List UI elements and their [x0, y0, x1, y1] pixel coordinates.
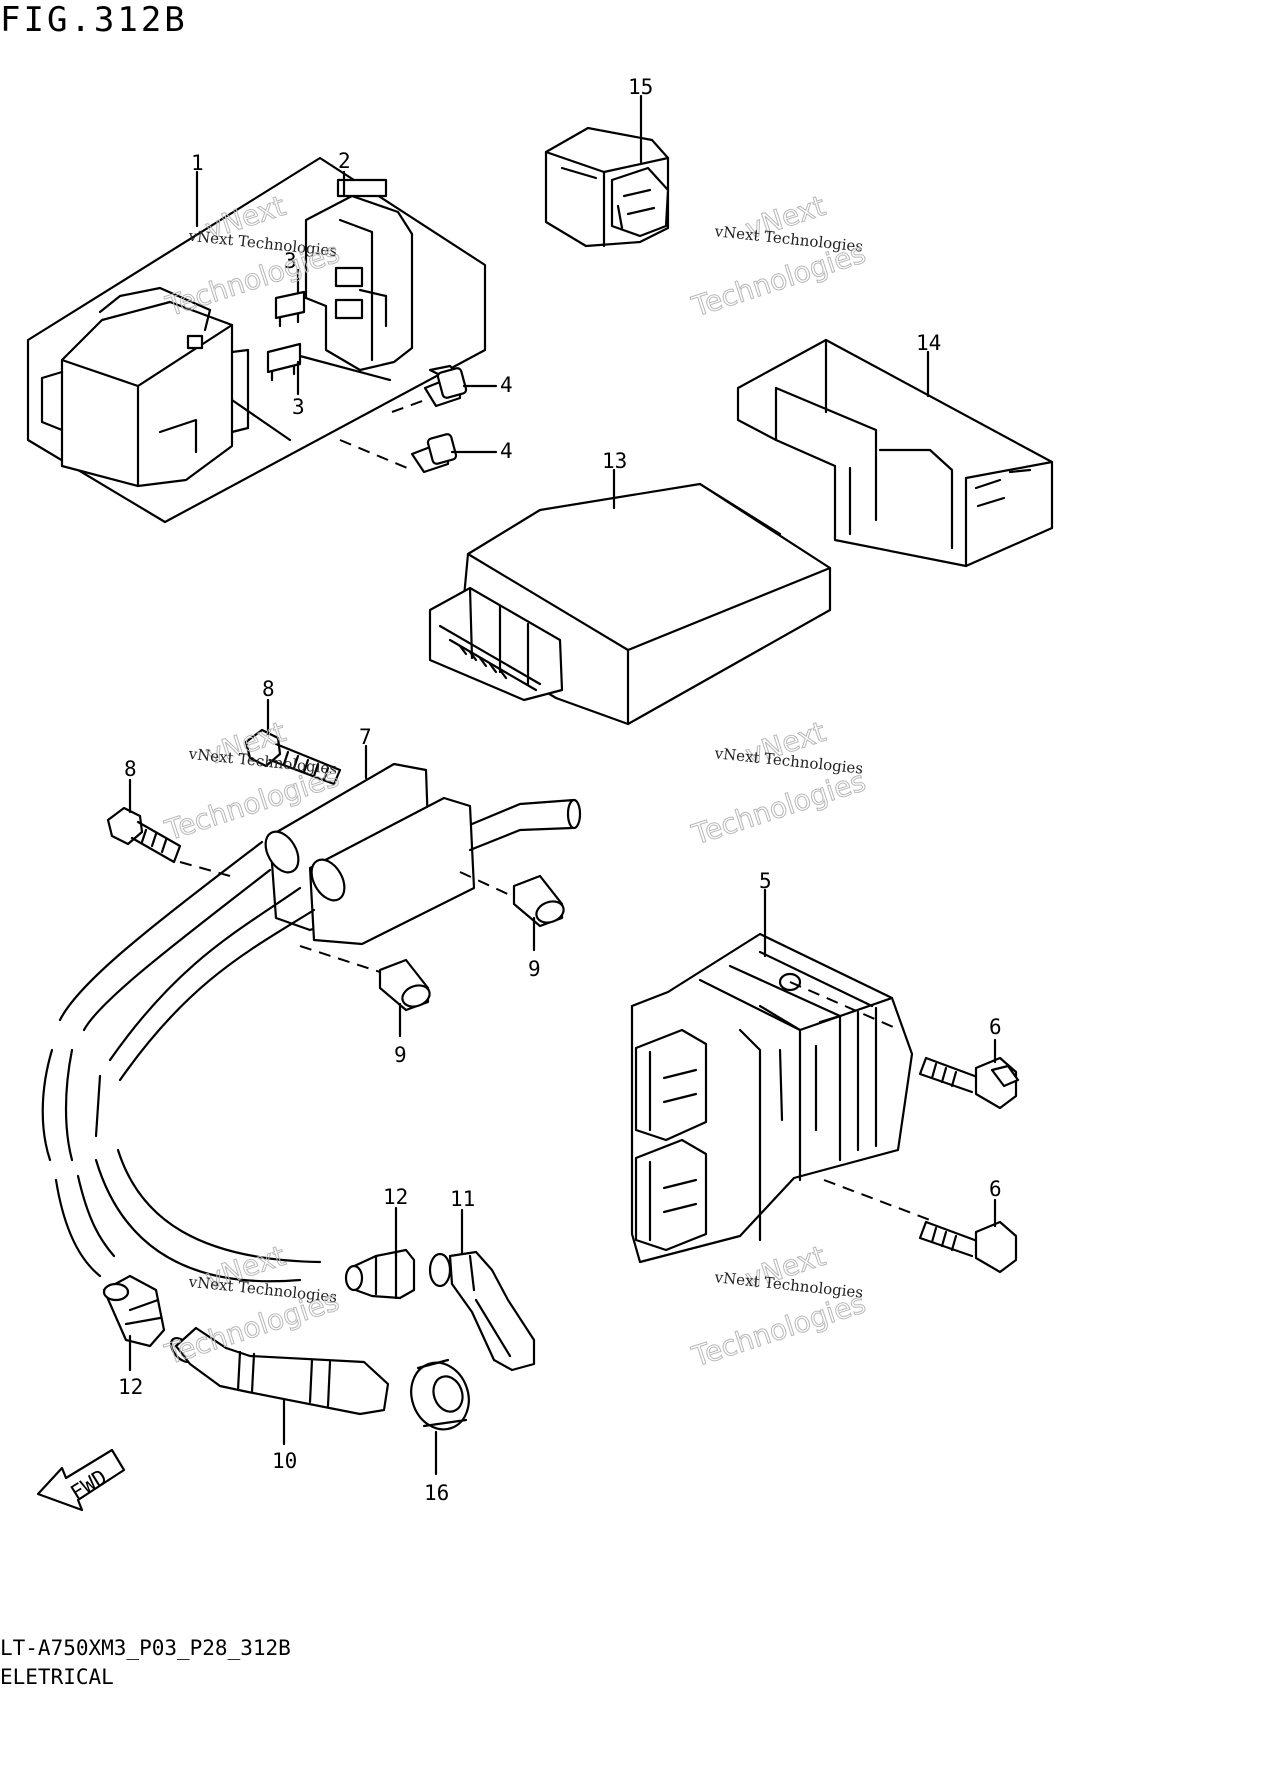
- callout-15: 15: [628, 75, 653, 99]
- callout-13: 13: [602, 449, 627, 473]
- callout-8-upper: 8: [262, 677, 275, 701]
- part-14-holder[interactable]: [736, 338, 1054, 568]
- watermark-top-right: vNext vNext Technologies Technologies: [687, 189, 870, 325]
- callout-5: 5: [759, 869, 772, 893]
- part-1-relay-assembly[interactable]: [26, 156, 487, 524]
- part-number-labels: 1 2 3 3 4 4 5 6 6 7 8 8 9 9 10 11 12 12 …: [118, 75, 1002, 1505]
- watermark-mid-right: vNext vNext Technologies Technologies: [687, 715, 870, 853]
- callout-9-lower: 9: [394, 1043, 407, 1067]
- figure-title: FIG.312B: [0, 0, 188, 40]
- callout-4-lower: 4: [500, 439, 513, 463]
- part-9-collar-lower[interactable]: [378, 958, 433, 1012]
- watermark-technologies: Technologies: [687, 764, 869, 851]
- part-8-bolt-upper[interactable]: [244, 728, 342, 786]
- callout-1: 1: [191, 151, 204, 175]
- part-10-plug-cap[interactable]: [167, 1326, 390, 1416]
- leader-lines: [128, 94, 997, 1476]
- watermark-bottom-right: vNext vNext Technologies Technologies: [687, 1239, 870, 1375]
- callout-7: 7: [359, 725, 372, 749]
- callout-12-left: 12: [118, 1375, 143, 1399]
- part-16-grommet[interactable]: [402, 1354, 478, 1437]
- part-7-ignition-coil[interactable]: [41, 762, 582, 1283]
- part-6-bolt-upper[interactable]: [918, 1056, 1020, 1110]
- callout-12-right: 12: [383, 1185, 408, 1209]
- part-13-ecm-unit[interactable]: [428, 482, 832, 726]
- part-8-bolt-lower[interactable]: [106, 806, 182, 864]
- part-12-cap-left[interactable]: [102, 1274, 166, 1348]
- callout-16: 16: [424, 1481, 449, 1505]
- callout-6-upper: 6: [989, 1015, 1002, 1039]
- watermark-bottom-left: vNext vNext Technologies Technologies: [160, 1239, 343, 1372]
- callout-3-upper: 3: [284, 249, 297, 273]
- part-11-plug-cap[interactable]: [428, 1250, 536, 1372]
- callout-2: 2: [338, 149, 351, 173]
- part-15-connector[interactable]: [544, 126, 670, 248]
- callout-8-lower: 8: [124, 757, 137, 781]
- callout-6-lower: 6: [989, 1177, 1002, 1201]
- callout-4-upper: 4: [500, 373, 513, 397]
- callout-9-right: 9: [528, 957, 541, 981]
- part-5-regulator[interactable]: [630, 932, 931, 1264]
- callout-11: 11: [450, 1187, 475, 1211]
- callout-3-lower: 3: [292, 395, 305, 419]
- callout-14: 14: [916, 331, 941, 355]
- part-12-cap-right[interactable]: [344, 1248, 416, 1300]
- fwd-arrow-icon: FWD: [36, 1448, 126, 1512]
- part-6-bolt-lower[interactable]: [918, 1220, 1018, 1274]
- section-label: ELETRICAL: [0, 1665, 114, 1689]
- callout-10: 10: [272, 1449, 297, 1473]
- watermark-technologies: Technologies: [687, 236, 869, 323]
- part-9-collar-right[interactable]: [512, 874, 567, 928]
- model-code-label: LT-A750XM3_P03_P28_312B: [0, 1636, 291, 1660]
- part-4-bolt-upper[interactable]: [391, 364, 468, 413]
- watermark-technologies: Technologies: [687, 1286, 869, 1373]
- part-4-bolt-lower[interactable]: [339, 433, 458, 474]
